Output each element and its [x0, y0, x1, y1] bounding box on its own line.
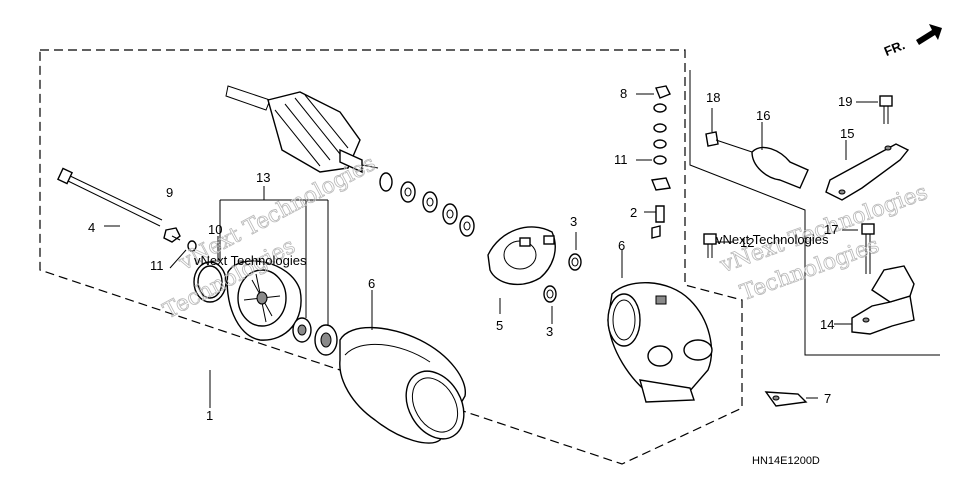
brush-spring-part — [543, 253, 582, 303]
callout-10: 10 — [208, 222, 222, 237]
terminal-hardware-stack — [651, 85, 671, 239]
solenoid-part — [607, 282, 713, 403]
washer-set — [379, 172, 475, 237]
watermark-caption-right: vNext Technologies — [716, 232, 829, 247]
callout-7: 7 — [824, 391, 831, 406]
callout-12: 12 — [740, 235, 754, 250]
callout-1: 1 — [206, 408, 213, 423]
callout-11-right: 11 — [614, 152, 628, 167]
callout-11-left: 11 — [150, 258, 164, 273]
mounting-bolt-set — [703, 95, 893, 274]
callout-2: 2 — [630, 205, 637, 220]
armature-part — [225, 85, 379, 174]
upper-bracket-part — [825, 143, 910, 201]
callout-8: 8 — [620, 86, 627, 101]
callout-6-left: 6 — [368, 276, 375, 291]
callout-5: 5 — [496, 318, 503, 333]
cable-clamp-part — [751, 146, 809, 189]
callout-16: 16 — [756, 108, 770, 123]
leader-lines — [104, 93, 878, 408]
callout-3-lower: 3 — [546, 324, 553, 339]
terminal-part — [764, 391, 808, 407]
brush-holder-part — [487, 226, 556, 286]
callout-19: 19 — [838, 94, 852, 109]
yoke-part — [339, 326, 466, 444]
callout-6-right: 6 — [618, 238, 625, 253]
callout-15: 15 — [840, 126, 854, 141]
callout-17: 17 — [824, 222, 838, 237]
bearing-set — [292, 317, 338, 356]
lower-bracket-part — [851, 265, 915, 335]
callout-13: 13 — [256, 170, 270, 185]
through-bolt-part — [57, 167, 163, 227]
direction-label: FR. — [882, 37, 907, 59]
assembly-frame — [39, 49, 940, 465]
callout-4: 4 — [88, 220, 95, 235]
watermark-caption-left: vNext Technologies — [194, 253, 307, 268]
callout-18: 18 — [706, 90, 720, 105]
diagram-code: HN14E1200D — [752, 455, 820, 467]
front-cover-part — [226, 260, 302, 341]
o-ring-part — [193, 261, 227, 303]
callout-3-upper: 3 — [570, 214, 577, 229]
callout-14: 14 — [820, 317, 834, 332]
front-direction-arrow-icon — [916, 24, 942, 45]
callout-9: 9 — [166, 185, 173, 200]
